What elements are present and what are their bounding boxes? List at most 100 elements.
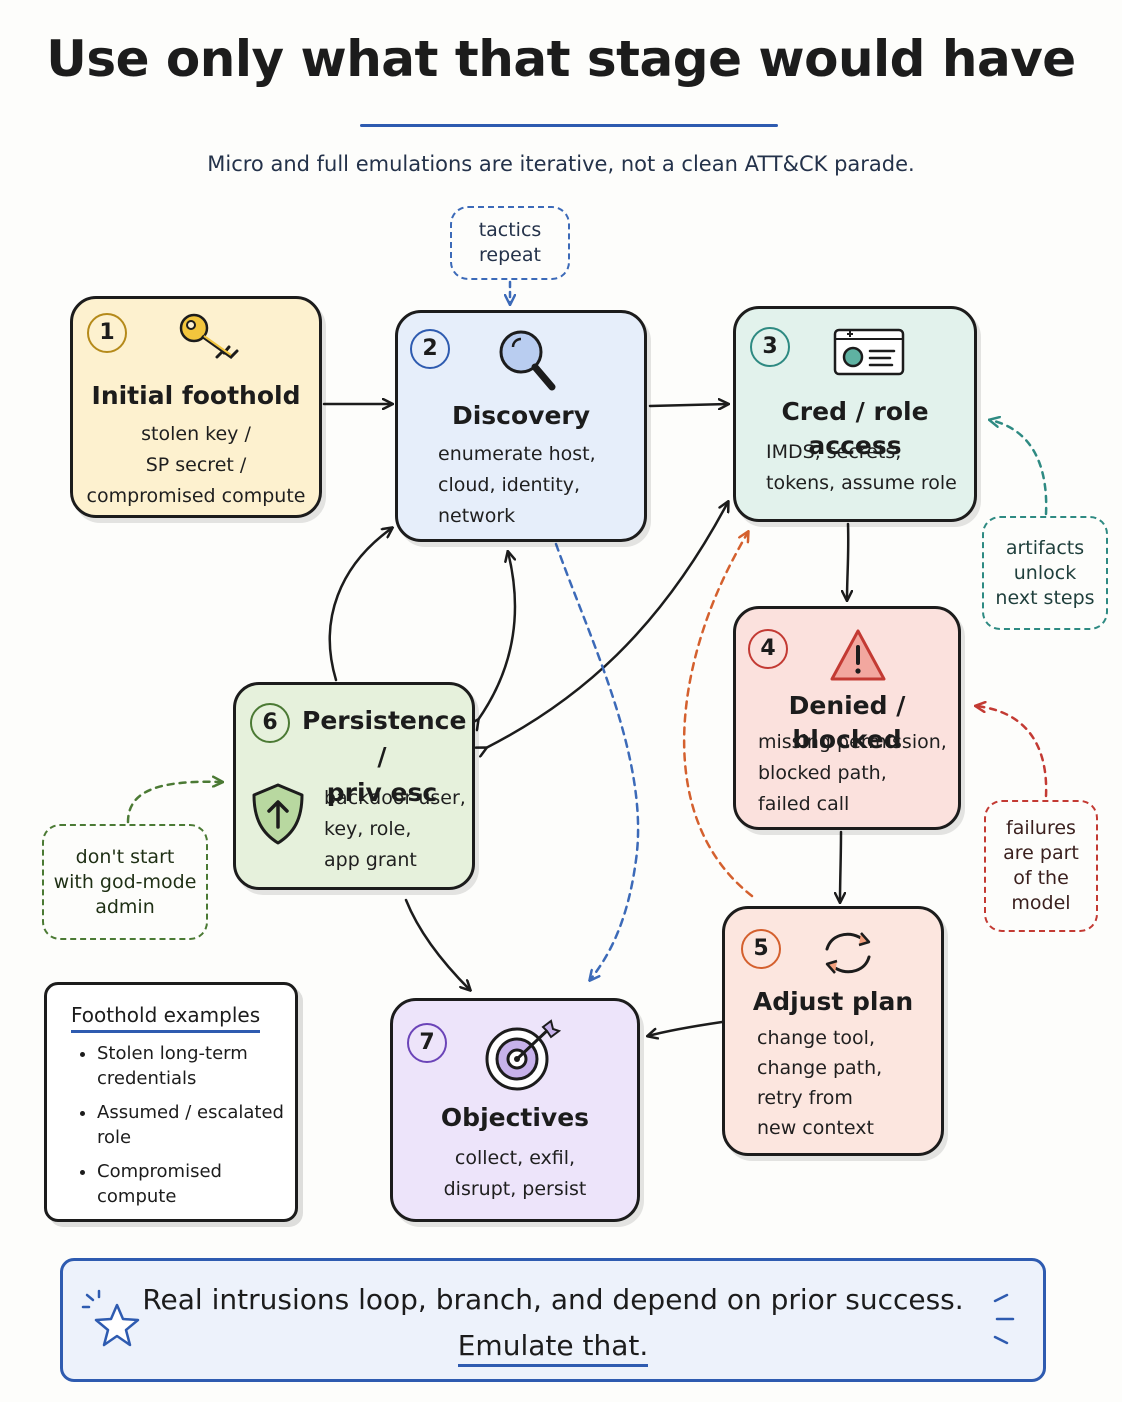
desc-line: SP secret / [145,454,247,476]
arrow-adjust-to-objectives [648,1020,724,1036]
desc-line: IMDS, secrets, [766,441,902,463]
stage-denied-blocked: 4 Denied / blocked missing permission, b… [733,606,961,830]
desc-line: tokens, assume role [766,472,957,494]
note-line: don't start [75,845,175,868]
stage-number: 1 [87,313,127,353]
page-title: Use only what that stage would have [46,30,1076,88]
stage-persistence-priv-esc: 6 Persistence / priv esc backdoor user, … [233,682,475,890]
desc-line: missing permission, [758,731,947,753]
stage-heading: Denied / blocked [788,691,906,754]
takeaway-banner: Real intrusions loop, branch, and depend… [60,1258,1046,1382]
stage-initial-foothold: 1 Initial foothold stolen key / SP secre… [70,296,322,518]
arrow-persistence-to-objectives [404,898,470,990]
arrow-cred-to-denied [847,522,848,600]
stage-objectives: 7 Objectives collect, exfil, disrupt, pe… [390,998,640,1222]
note-line: artifacts [1005,536,1085,559]
stage-heading: Initial foothold [91,381,301,410]
desc-line: collect, exfil, [454,1147,576,1169]
desc-line: new context [757,1117,874,1139]
magnifier-icon [499,330,556,391]
stage-heading: Cred / role access [781,397,929,460]
stage-heading: Discovery [451,401,591,430]
note-tactics-repeat: tactics repeat [450,206,570,280]
arrow-denied-to-adjust [840,830,841,902]
note-artifacts-unlock: artifacts unlock next steps [982,516,1108,630]
page-subtitle: Micro and full emulations are iterative,… [207,152,915,176]
star-icon [81,1289,140,1347]
stage-number: 5 [741,929,781,969]
note-line: unlock [1013,561,1077,584]
desc-line: stolen key / [141,423,251,445]
id-card-icon [833,328,905,376]
stage-cred-role-access: 3 Cred / role access IMDS, secrets, toke… [733,306,977,522]
stage-heading: Persistence / priv esc [302,703,467,811]
desc-line: enumerate host, [438,443,596,465]
stage-number: 3 [750,327,790,367]
stage-heading: Adjust plan [752,987,914,1016]
sparkle-marks-icon [993,1293,1015,1345]
title-underline [360,124,778,127]
stage-description: stolen key / SP secret / compromised com… [73,419,319,512]
stage-description: missing permission, blocked path, failed… [758,727,962,820]
note-line: repeat [479,244,541,266]
desc-line: key, role, [324,818,412,840]
foothold-examples-box: Foothold examples Stolen long-term crede… [44,982,298,1222]
shield-up-icon [252,783,304,845]
examples-title: Foothold examples [71,1003,261,1033]
desc-line: failed call [758,793,850,815]
stage-adjust-plan: 5 Adjust plan change tool, change path, … [722,906,944,1156]
cycle-arrows-icon [825,932,871,974]
note-line: are part [1003,842,1079,864]
target-icon [485,1019,562,1091]
banner-line-1: Real intrusions loop, branch, and depend… [142,1283,964,1316]
examples-item: Assumed / escalated role [97,1100,297,1150]
stage-description: IMDS, secrets, tokens, assume role [766,437,976,499]
stage-discovery: 2 Discovery enumerate host, cloud, ident… [395,310,647,542]
heading-line: Persistence / [302,706,467,771]
desc-line: retry from [757,1087,853,1109]
banner-line-2: Emulate that. [63,1329,1043,1367]
stage-description: backdoor user, key, role, app grant [324,783,474,876]
stage-description: enumerate host, cloud, identity, network [438,439,638,532]
warning-icon [830,629,886,681]
stage-number: 7 [407,1023,447,1063]
desc-line: cloud, identity, [438,474,581,496]
note-line: failures [1006,817,1076,839]
arrow-discovery-persistence-loop [478,552,515,720]
arrow-persistence-to-discovery [328,528,392,682]
desc-line: compromised compute [86,485,306,507]
stage-description: change tool, change path, retry from new… [757,1023,943,1143]
note-line: tactics [478,219,542,241]
desc-line: backdoor user, [324,787,466,809]
desc-line: blocked path, [758,762,887,784]
stage-number: 6 [250,703,290,743]
examples-item: Compromised compute [97,1159,297,1209]
arrow-godmode-note [126,782,222,824]
arrow-adjust-to-cred [682,532,754,898]
arrow-cred-persistence-link [486,502,728,748]
arrow-failures-note [976,706,1048,798]
desc-line: app grant [324,849,417,871]
note-line: with god-mode [53,870,197,893]
examples-item: Stolen long-term credentials [97,1041,297,1091]
desc-line: change tool, [757,1027,875,1049]
banner-emphasis: Emulate that. [457,1329,649,1367]
desc-line: change path, [757,1057,883,1079]
stage-number: 2 [410,329,450,369]
note-line: of the [1013,867,1069,889]
note-line: admin [95,895,155,918]
note-no-god-mode: don't start with god-mode admin [42,824,208,940]
heading-line: priv esc [326,778,438,807]
stage-description: collect, exfil, disrupt, persist [393,1143,637,1205]
stage-number: 4 [748,629,788,669]
arrow-discovery-to-cred [648,404,728,406]
key-icon [179,313,239,359]
arrow-discovery-to-objectives [554,542,640,980]
stage-heading: Objectives [440,1103,590,1132]
examples-list: Stolen long-term credentials Assumed / e… [57,1041,297,1218]
desc-line: disrupt, persist [443,1178,587,1200]
note-line: model [1011,892,1071,914]
note-failures-part-of-model: failures are part of the model [984,800,1098,932]
arrow-artifacts-note [990,420,1048,516]
